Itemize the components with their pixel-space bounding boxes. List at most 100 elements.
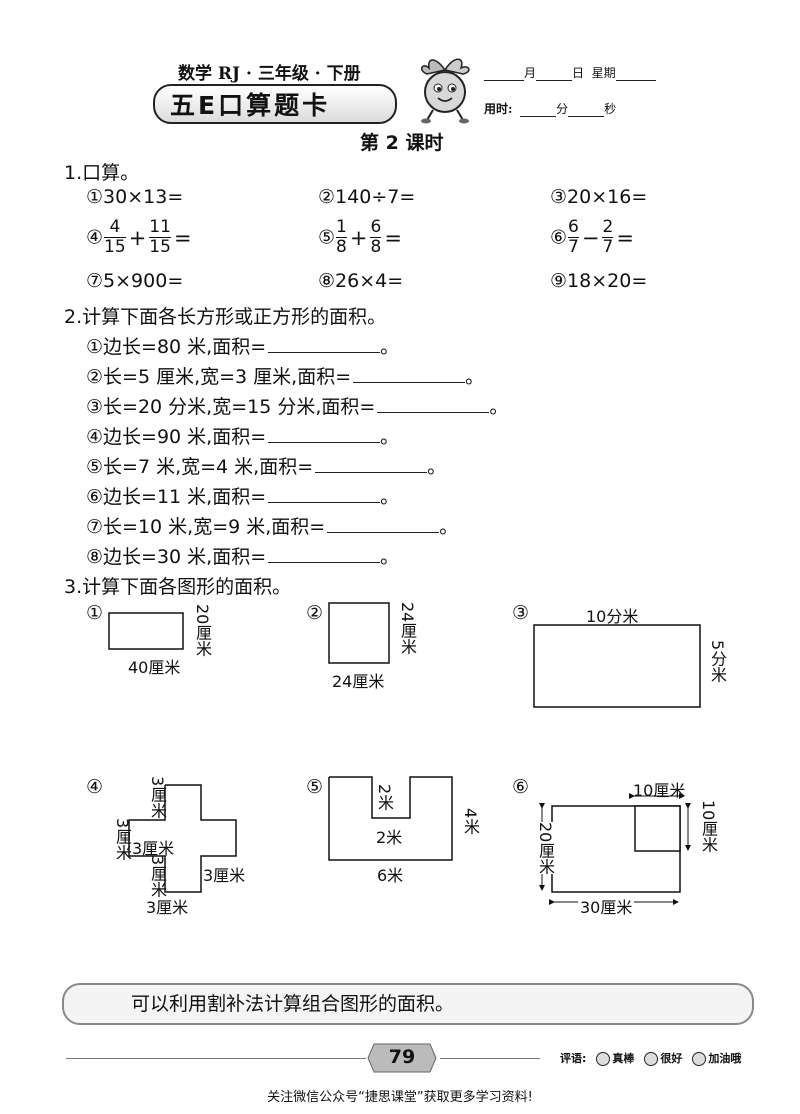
tip-text: 可以利用割补法计算组合图形的面积。 (131, 993, 455, 1015)
fig6-figure (539, 793, 691, 905)
fig4-bottom-label: 3厘米 (146, 898, 189, 917)
equals-sign: = (173, 225, 192, 250)
time-field: 用时: 分秒 (484, 100, 616, 117)
fig4-left-label: 3厘米 (113, 818, 132, 861)
footer-note: 关注微信公众号“捷思课堂”获取更多学习资料! (267, 1090, 533, 1105)
footer-divider-right (440, 1058, 540, 1059)
answer-blank[interactable] (268, 334, 381, 353)
time-label: 用时: (484, 102, 513, 116)
lesson-title: 第 2 课时 (360, 132, 444, 154)
answer-blank[interactable] (377, 394, 490, 413)
answer-blank[interactable] (353, 364, 466, 383)
operator: + (349, 225, 368, 250)
radish-mascot-icon (420, 58, 470, 124)
fig6-height-label: 20厘米 (533, 822, 557, 875)
item-expression: 140÷7= (335, 186, 416, 208)
q2-item-7: ⑦长=10 米,宽=9 米,面积=。 (86, 514, 459, 538)
date-field: 月日 星期 (484, 64, 656, 81)
q3-title: 3.计算下面各图形的面积。 (64, 576, 292, 598)
fig2-square (328, 602, 390, 664)
fig2-number: ② (306, 602, 324, 624)
q2-item-3: ③长=20 分米,宽=15 分米,面积=。 (86, 394, 509, 418)
rating-label: 评语: (560, 1052, 587, 1065)
fig1-width-label: 40厘米 (128, 658, 181, 677)
page-number: 79 (388, 1046, 416, 1068)
fig6-square-height-label: 10厘米 (696, 800, 720, 853)
answer-blank[interactable] (268, 544, 381, 563)
rating-keep-going: 加油哦 (708, 1052, 742, 1065)
fig6-number: ⑥ (512, 776, 530, 798)
fig5-notch-depth-label: 2米 (375, 784, 394, 811)
q1-item-1: ①30×13= (86, 186, 183, 208)
q2-item-1: ①边长=80 米,面积=。 (86, 334, 400, 358)
great-face-icon (596, 1052, 611, 1066)
operator: − (581, 225, 600, 250)
fig1-height-label: 20厘米 (193, 604, 212, 657)
fig3-width-label: 10分米 (586, 607, 639, 626)
q2-item-4: ④边长=90 米,面积=。 (86, 424, 400, 448)
rating-row: 评语: 真棒 很好 加油哦 (560, 1050, 741, 1066)
item-expression: 20×16= (567, 186, 648, 208)
fig3-height-label: 5分米 (708, 640, 727, 683)
fig2-width-label: 24厘米 (332, 672, 385, 691)
item-expression: 30×13= (103, 186, 184, 208)
answer-blank[interactable] (315, 454, 428, 473)
q1-item-8: ⑧26×4= (318, 270, 403, 292)
rating-good: 很好 (660, 1052, 683, 1065)
answer-blank[interactable] (268, 484, 381, 503)
fig4-top-label: 3厘米 (148, 776, 167, 819)
footer-divider-left (66, 1058, 366, 1059)
item-number: ⑦ (86, 270, 104, 292)
operator: + (128, 225, 147, 250)
tip-box (62, 983, 754, 1025)
item-expression: 26×4= (335, 270, 404, 292)
q2-item-2: ②长=5 厘米,宽=3 厘米,面积=。 (86, 364, 485, 388)
answer-blank[interactable] (327, 514, 440, 533)
q2-title: 2.计算下面各长方形或正方形的面积。 (64, 306, 387, 328)
item-number: ② (318, 186, 336, 208)
item-number: ④ (86, 226, 104, 249)
answer-blank[interactable] (268, 424, 381, 443)
q1-item-9: ⑨18×20= (550, 270, 647, 292)
fig1-rectangle (108, 612, 184, 650)
weekday-label: 星期 (591, 66, 616, 80)
fig5-u-shape (328, 776, 453, 861)
item-expression: 5×900= (103, 270, 184, 292)
q1-title: 1.口算。 (64, 162, 140, 184)
item-number: ⑥ (550, 226, 568, 249)
fig4-number: ④ (86, 776, 104, 798)
minute-label: 分 (556, 102, 569, 116)
item-expression: 18×20= (567, 270, 648, 292)
title-banner-text: 五E口算题卡 (170, 91, 331, 120)
q2-item-6: ⑥边长=11 米,面积=。 (86, 484, 400, 508)
try-harder-face-icon (692, 1052, 707, 1066)
day-label: 日 (572, 66, 585, 80)
book-subtitle: 数学 RJ · 三年级 · 下册 (178, 64, 361, 84)
q1-item-2: ②140÷7= (318, 186, 415, 208)
title-banner (153, 84, 397, 124)
good-face-icon (644, 1052, 659, 1066)
fig3-rectangle (533, 624, 701, 708)
rating-great: 真棒 (612, 1052, 635, 1065)
fig4-center-label: 3厘米 (132, 839, 175, 858)
equals-sign: = (384, 225, 402, 250)
item-number: ⑨ (550, 270, 568, 292)
item-number: ⑧ (318, 270, 336, 292)
fig4-right-label: 3厘米 (203, 866, 246, 885)
item-number: ⑤ (318, 226, 336, 249)
fig2-height-label: 24厘米 (398, 602, 417, 655)
fig1-number: ① (86, 602, 104, 624)
q1-item-7: ⑦5×900= (86, 270, 183, 292)
page-number-badge (367, 1043, 437, 1073)
fig5-notch-width-label: 2米 (376, 828, 403, 847)
fig5-width-label: 6米 (377, 866, 404, 885)
fig4-cross-outline (128, 784, 237, 893)
